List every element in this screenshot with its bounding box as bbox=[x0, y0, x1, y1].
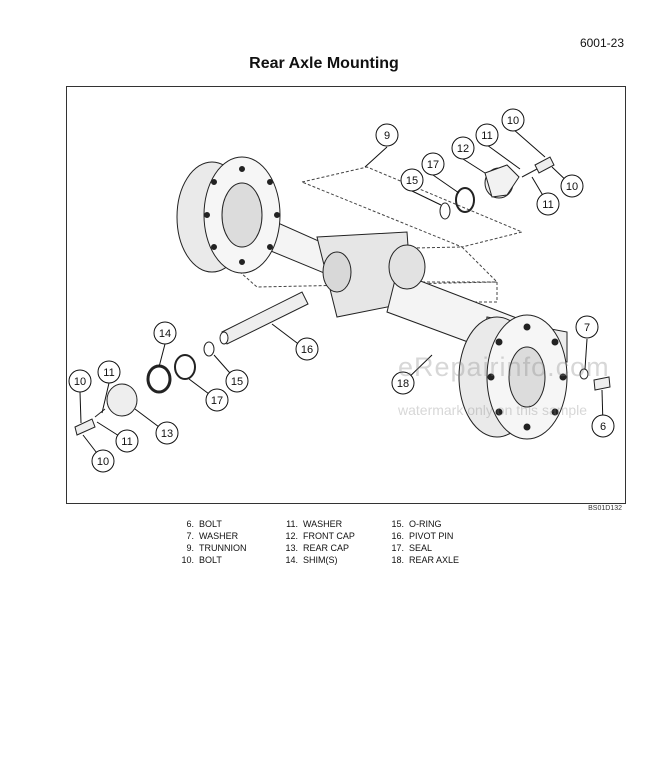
callout-11-left-bottom bbox=[96, 421, 139, 453]
legend-item: 16.PIVOT PIN bbox=[391, 531, 454, 541]
pivot-pin bbox=[219, 291, 309, 345]
callout-7 bbox=[575, 315, 599, 370]
legend-item: 9.TRUNNION bbox=[186, 543, 247, 553]
callout-17-bottom bbox=[188, 378, 229, 412]
callout-12 bbox=[451, 136, 486, 174]
label-15-bottom: 15 bbox=[231, 376, 243, 388]
callout-11-left-top bbox=[97, 360, 121, 414]
callout-9 bbox=[364, 123, 399, 168]
legend-column-1: 6.BOLT 7.WASHER 9.TRUNNION 10.BOLT bbox=[166, 518, 247, 566]
right-hub bbox=[458, 314, 568, 440]
callout-18 bbox=[391, 354, 433, 395]
legend-item: 10.BOLT bbox=[181, 555, 222, 565]
legend-item: 15.O-RING bbox=[391, 519, 442, 529]
diagram-frame: 9 10 11 12 17 15 10 11 16 14 15 17 13 11… bbox=[66, 86, 626, 504]
right-bolt bbox=[579, 368, 611, 391]
label-18: 18 bbox=[397, 378, 409, 390]
page-title: Rear Axle Mounting bbox=[249, 55, 399, 72]
left-hub bbox=[176, 156, 281, 274]
callout-10-top bbox=[501, 108, 546, 158]
label-17-top: 17 bbox=[427, 159, 439, 171]
label-13: 13 bbox=[161, 428, 173, 440]
legend-item: 7.WASHER bbox=[186, 531, 239, 541]
page-number: 6001-23 bbox=[579, 36, 624, 50]
watermark-brand: eRepairinfo.com bbox=[398, 352, 610, 382]
label-11-right: 11 bbox=[542, 199, 553, 211]
label-10-left-bottom: 10 bbox=[97, 456, 109, 468]
label-7: 7 bbox=[584, 322, 590, 334]
label-12: 12 bbox=[457, 143, 469, 155]
legend-item: 18.REAR AXLE bbox=[391, 555, 460, 565]
label-9: 9 bbox=[384, 130, 390, 142]
callout-10-left-bottom bbox=[82, 434, 115, 473]
callout-17-top bbox=[421, 152, 460, 194]
callout-14 bbox=[153, 321, 177, 368]
axle-diagram: 9 10 11 12 17 15 10 11 16 14 15 17 13 11… bbox=[68, 108, 615, 473]
callout-16 bbox=[271, 323, 319, 361]
callout-13 bbox=[134, 408, 179, 445]
callout-15-top bbox=[400, 168, 442, 206]
lower-parts bbox=[74, 341, 215, 436]
label-10-top: 10 bbox=[507, 115, 519, 127]
legend-column-2: 11.WASHER 12.FRONT CAP 13.REAR CAP 14.SH… bbox=[270, 518, 355, 566]
label-16: 16 bbox=[301, 344, 313, 356]
callout-labels: 9 10 11 12 17 15 10 11 16 14 15 17 13 11… bbox=[74, 115, 606, 468]
callout-10-right bbox=[551, 166, 584, 198]
label-11-top: 11 bbox=[481, 130, 492, 142]
callout-11-top bbox=[475, 123, 521, 170]
figure-code: BS01D132 bbox=[588, 505, 622, 512]
label-11-left-bottom: 11 bbox=[121, 436, 132, 448]
label-17-bottom: 17 bbox=[211, 395, 223, 407]
label-11-left-top: 11 bbox=[103, 367, 114, 379]
callout-10-left-top bbox=[68, 369, 92, 424]
callout-15-bottom bbox=[213, 354, 249, 393]
legend-item: 11.WASHER bbox=[286, 519, 343, 529]
label-6: 6 bbox=[600, 421, 606, 433]
callout-11-right bbox=[531, 176, 560, 216]
label-10-right: 10 bbox=[566, 181, 578, 193]
legend-item: 17.SEAL bbox=[391, 543, 433, 553]
callout-6 bbox=[591, 389, 615, 438]
legend-item: 14.SHIM(S) bbox=[285, 555, 338, 565]
legend-item: 6.BOLT bbox=[186, 519, 222, 529]
legend-item: 12.FRONT CAP bbox=[285, 531, 355, 541]
callouts bbox=[68, 108, 615, 473]
watermark-note: watermark only on this sample bbox=[398, 402, 588, 418]
label-10-left-top: 10 bbox=[74, 376, 86, 388]
label-15-top: 15 bbox=[406, 175, 418, 187]
legend-item: 13.REAR CAP bbox=[285, 543, 350, 553]
label-14: 14 bbox=[159, 328, 171, 340]
center-housing bbox=[322, 244, 426, 293]
legend-column-3: 15.O-RING 16.PIVOT PIN 17.SEAL 18.REAR A… bbox=[376, 518, 459, 566]
upper-parts bbox=[439, 156, 555, 220]
